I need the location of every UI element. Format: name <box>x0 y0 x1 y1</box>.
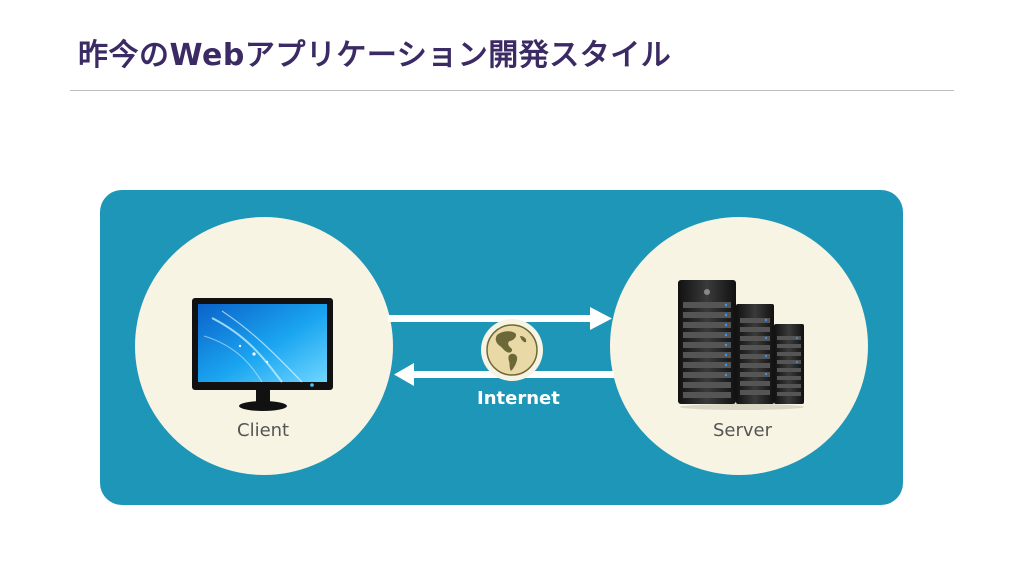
title-divider <box>70 90 954 91</box>
server-rack-icon <box>678 280 804 410</box>
internet-label: Internet <box>477 388 560 409</box>
request-arrow <box>388 307 612 330</box>
client-label: Client <box>237 420 290 441</box>
server-label: Server <box>713 420 773 441</box>
page-title: 昨今のWebアプリケーション開発スタイル <box>78 38 672 73</box>
globe-icon <box>481 319 543 381</box>
monitor-icon <box>192 298 333 411</box>
